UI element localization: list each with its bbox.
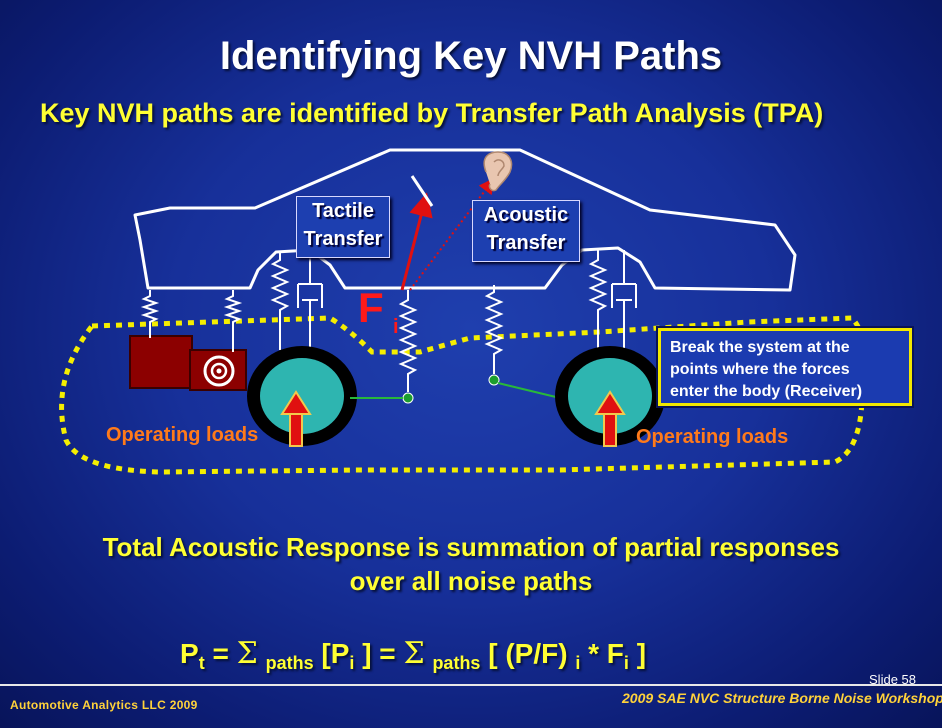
acoustic-transfer-line2: Transfer (486, 232, 566, 254)
formula-times: * F (580, 638, 624, 669)
engine-block (129, 335, 193, 389)
subsystem-boundary (59, 315, 868, 475)
engine-mount-spring-2 (223, 290, 243, 352)
rear-spring (588, 250, 608, 350)
receiver-note-box: Break the system at the points where the… (656, 326, 914, 408)
receiver-note-line2: points where the forces (670, 361, 850, 378)
formula-bracket-close: ] (628, 638, 647, 669)
force-label: F (358, 284, 384, 331)
formula-paths-2: paths (432, 653, 481, 673)
summary-line1: Total Acoustic Response is summation of … (102, 532, 840, 562)
tactile-transfer-line2: Transfer (303, 228, 383, 250)
force-subscript: i (393, 316, 399, 338)
speaker-icon (203, 355, 235, 387)
operating-loads-right: Operating loads (636, 426, 789, 448)
acoustic-transfer-label: Acoustic Transfer (472, 200, 580, 262)
formula-pf-sub: i (575, 653, 581, 673)
receiver-note-line1: Break the system at the (670, 339, 850, 356)
tactile-path-arrow (400, 192, 433, 291)
rear-damper (611, 250, 637, 350)
tactile-transfer-label: Tactile Transfer (296, 196, 390, 258)
formula-f-sub: i (623, 653, 629, 673)
mid-spring-receiver (398, 290, 418, 392)
formula-pi-open: [P (313, 638, 350, 669)
front-damper (297, 252, 323, 352)
slide-subtitle: Key NVH paths are identified by Transfer… (40, 98, 824, 128)
rear-link-spring (484, 285, 504, 374)
footer-company: Automotive Analytics LLC 2009 (10, 698, 198, 712)
acoustic-transfer-line1: Acoustic (483, 204, 569, 226)
formula-eq1: = (204, 638, 237, 669)
force-arrow-icon (280, 390, 312, 447)
summary-line2: over all noise paths (349, 566, 593, 596)
steering-column (410, 175, 434, 207)
slide-title: Identifying Key NVH Paths (219, 34, 723, 78)
front-spring (270, 252, 290, 350)
engine-mount-spring-1 (140, 290, 160, 338)
formula-sigma-1: Σ (236, 636, 258, 671)
slide-number: Slide 58 (869, 672, 916, 687)
ear-icon (483, 151, 513, 192)
summary-text: Total Acoustic Response is summation of … (0, 530, 942, 598)
footer-divider (0, 684, 942, 686)
formula-pi-sub: i (349, 653, 355, 673)
tactile-transfer-line1: Tactile (312, 200, 374, 222)
formula-sigma-2: Σ (403, 636, 425, 671)
formula-pi-close: ] = (354, 638, 404, 669)
formula-paths-1: paths (265, 653, 314, 673)
formula-t-sub: t (198, 653, 205, 673)
receiver-point-front (402, 392, 414, 404)
rear-link-arm (497, 382, 561, 399)
car-body-outline (133, 148, 797, 292)
receiver-note-line3: enter the body (Receiver) (670, 383, 863, 400)
tpa-formula: Pt = Σ paths [Pi ] = Σ paths [ (P/F) i *… (180, 636, 646, 674)
receiver-point-rear (488, 374, 500, 386)
formula-p: P (180, 638, 199, 669)
formula-bracket-open: [ (P/F) (480, 638, 576, 669)
force-arrow-icon (594, 390, 626, 447)
footer-workshop: 2009 SAE NVC Structure Borne Noise Works… (622, 690, 942, 706)
operating-loads-left: Operating loads (106, 424, 259, 446)
